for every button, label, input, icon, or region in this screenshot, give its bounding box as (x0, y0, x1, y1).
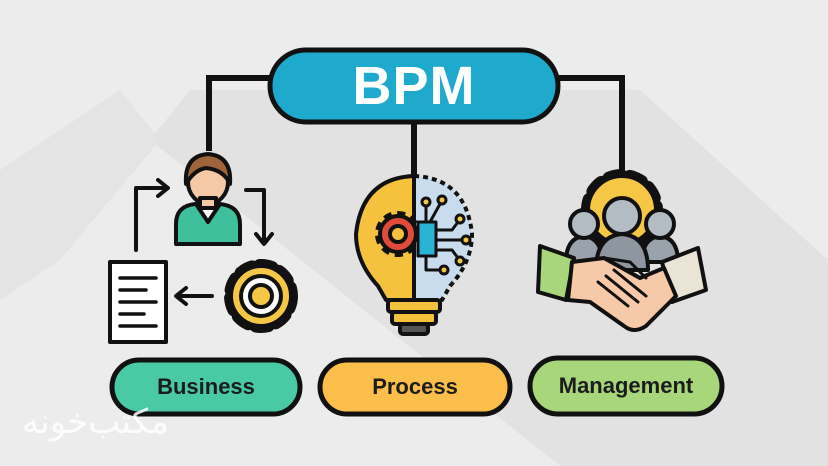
person-icon (174, 152, 242, 246)
background-shadow-left (0, 90, 160, 300)
management-label: Management (558, 373, 694, 398)
people-group-icon (564, 196, 680, 272)
handshake-icon (536, 244, 708, 332)
management-icon-group (536, 169, 708, 332)
business-label: Business (157, 374, 255, 399)
lightbulb-icon (354, 174, 474, 336)
business-icon-group (108, 152, 298, 344)
gear-icon (224, 259, 298, 333)
document-icon (108, 260, 168, 344)
title-pill (267, 47, 561, 125)
arrow-icon (244, 188, 266, 244)
connector-left (206, 75, 279, 151)
circuit-chip-icon (416, 194, 472, 276)
process-label: Process (372, 374, 458, 399)
gear-icon (375, 211, 421, 257)
business-pill (109, 357, 303, 417)
connector-lines (206, 75, 625, 181)
diagram-title: BPM (352, 56, 476, 116)
connector-right (549, 75, 625, 181)
process-pill (317, 357, 513, 417)
management-pill (527, 355, 725, 417)
watermark-logo: مکتب‌خونه (22, 402, 169, 442)
arrow-icon (134, 186, 168, 252)
